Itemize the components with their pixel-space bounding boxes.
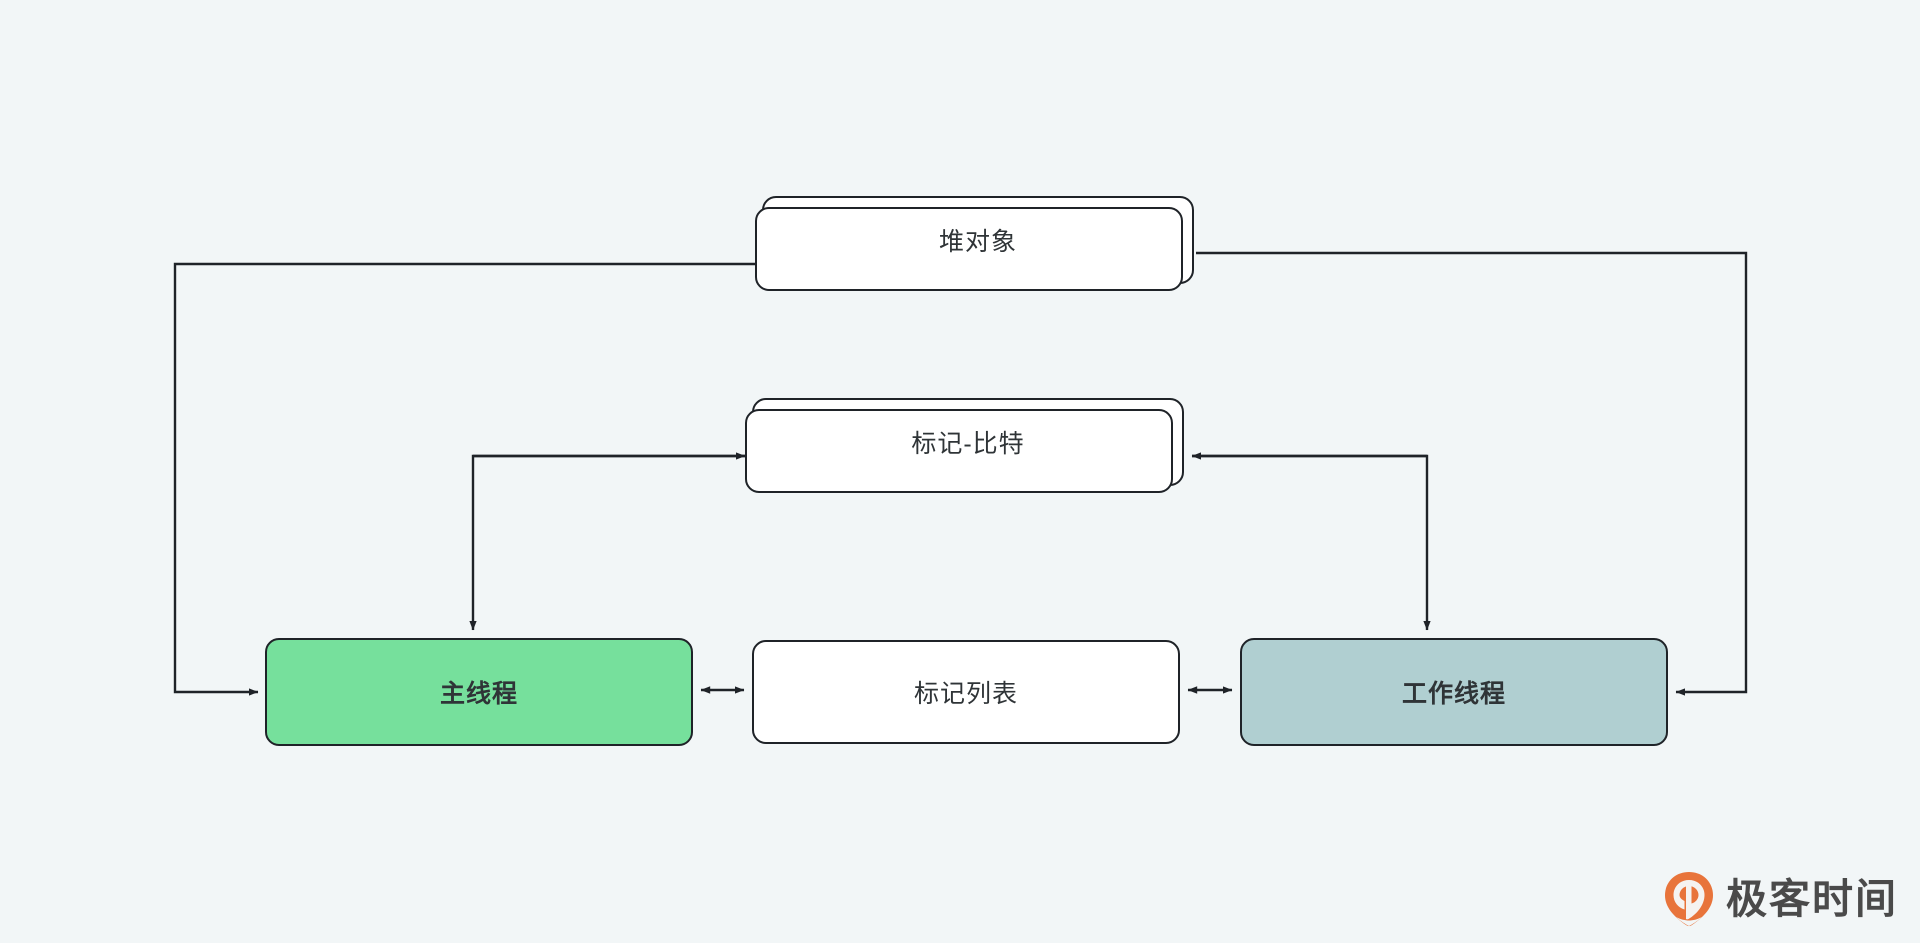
node-mark-bit[interactable]: 标记-比特 bbox=[745, 398, 1184, 493]
edge-markbit-to-main bbox=[469, 454, 745, 631]
edge-heap-to-main bbox=[173, 262, 760, 696]
node-mark-bit-label: 标记-比特 bbox=[911, 430, 1025, 458]
node-mark-list[interactable]: 标记列表 bbox=[752, 640, 1180, 744]
node-worker-thread-label: 工作线程 bbox=[1401, 680, 1506, 708]
geektime-pin-icon bbox=[1665, 872, 1713, 926]
node-main-thread-label: 主线程 bbox=[439, 680, 518, 708]
geektime-logo: 极客时间 bbox=[1664, 871, 1898, 927]
edge-heap-to-worker bbox=[1196, 251, 1748, 696]
geektime-wordmark: 极客时间 bbox=[1726, 875, 1898, 922]
edge-markbit-to-worker bbox=[1192, 454, 1431, 631]
node-mark-list-label: 标记列表 bbox=[913, 680, 1018, 708]
node-worker-thread[interactable]: 工作线程 bbox=[1240, 638, 1668, 746]
node-main-thread[interactable]: 主线程 bbox=[265, 638, 693, 746]
node-heap-object[interactable]: 堆对象 bbox=[755, 196, 1194, 291]
node-heap-object-label: 堆对象 bbox=[938, 228, 1017, 256]
